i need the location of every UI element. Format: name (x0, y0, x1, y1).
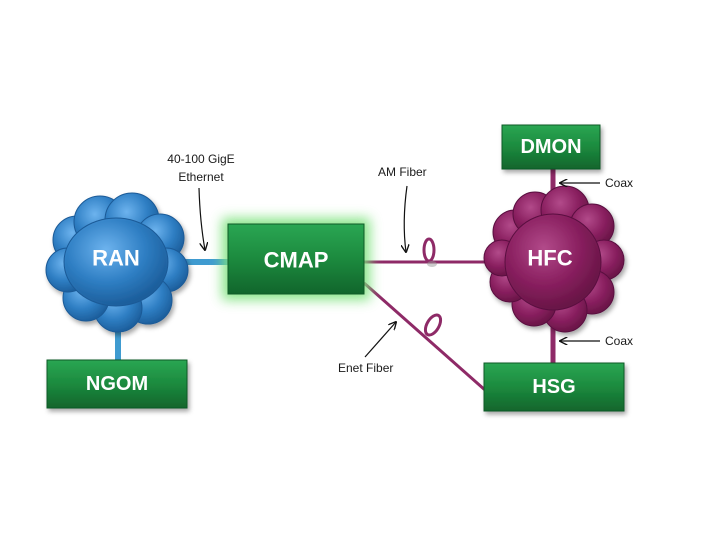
am-fiber-annotation: AM Fiber (378, 165, 427, 179)
enet-fiber-pointer-arrow (364, 322, 396, 358)
ran-cloud (45, 192, 189, 333)
annotations: 40-100 GigE Ethernet AM Fiber Enet Fiber… (167, 152, 633, 375)
gige-annotation-line1: 40-100 GigE (167, 152, 234, 166)
hfc-label: HFC (527, 246, 572, 271)
ran-label: RAN (92, 246, 140, 271)
hfc-cloud (483, 185, 625, 333)
fiber-loop-enet (423, 313, 443, 337)
dmon-label: DMON (520, 136, 581, 158)
fiber-loop-am (422, 237, 436, 263)
cmap-box (222, 218, 370, 300)
hsg-box (483, 362, 625, 412)
hsg-label: HSG (532, 376, 575, 398)
gige-pointer-arrow (198, 187, 205, 250)
ngom-box (46, 359, 188, 409)
enet-fiber-annotation: Enet Fiber (338, 361, 393, 375)
dmon-box (501, 124, 601, 170)
link-cmap-hsg (363, 281, 486, 392)
gige-annotation-line2: Ethernet (178, 170, 224, 184)
fiber-loop-am-shadow (427, 261, 437, 267)
am-fiber-pointer-arrow (404, 185, 407, 252)
coax-bottom-annotation: Coax (605, 334, 633, 348)
cmap-label: CMAP (264, 248, 329, 273)
ngom-label: NGOM (86, 373, 148, 395)
coax-top-annotation: Coax (605, 176, 633, 190)
